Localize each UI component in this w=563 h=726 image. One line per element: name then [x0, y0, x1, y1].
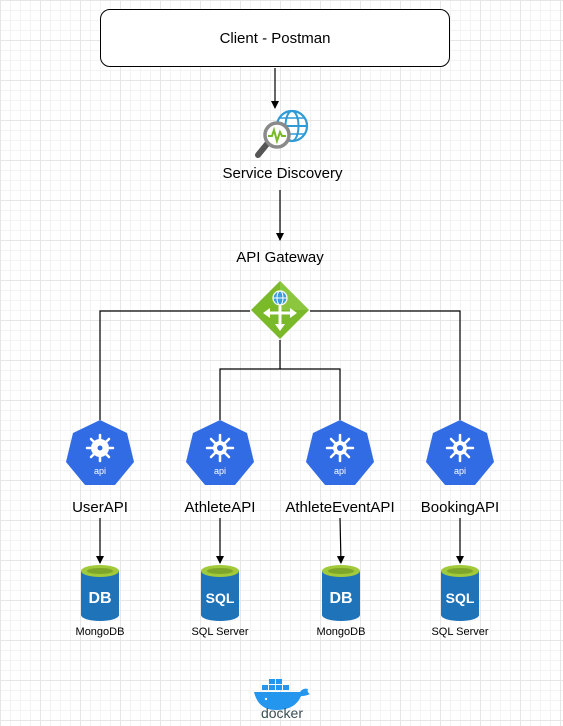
- gateway-to-bookingapi-line: [310, 310, 461, 420]
- svg-text:api: api: [214, 466, 226, 476]
- svg-text:api: api: [334, 466, 346, 476]
- svg-text:SQL: SQL: [446, 590, 475, 606]
- docker-label: docker: [260, 705, 304, 721]
- svg-text:DB: DB: [88, 590, 111, 607]
- athleteapi-db-label: SQL Server: [191, 626, 249, 638]
- userapi-label: UserAPI: [72, 499, 128, 516]
- api-gateway-label: API Gateway: [236, 249, 324, 266]
- svg-text:api: api: [454, 466, 466, 476]
- mongodb-icon: DB: [81, 565, 119, 621]
- gateway-to-athlete-apis-line: [219, 368, 341, 420]
- bookingapi-label: BookingAPI: [420, 499, 500, 516]
- kubernetes-api-icon: api: [186, 420, 254, 485]
- sql-server-icon: SQL: [201, 565, 239, 621]
- kubernetes-api-icon: api: [306, 420, 374, 485]
- client-box[interactable]: Client - Postman: [100, 9, 450, 67]
- service-discovery-icon: [255, 109, 309, 158]
- athleteapi-label: AthleteAPI: [184, 499, 256, 516]
- svg-text:DB: DB: [329, 590, 352, 607]
- athleteeventapi-db-label: MongoDB: [316, 626, 366, 638]
- userapi-db-label: MongoDB: [75, 626, 125, 638]
- mongodb-icon: DB: [322, 565, 360, 621]
- svg-text:SQL: SQL: [206, 590, 235, 606]
- bookingapi-db-label: SQL Server: [431, 626, 489, 638]
- service-discovery-label: Service Discovery: [222, 165, 343, 182]
- athleteeventapi-to-db-arrow: [336, 517, 345, 564]
- client-label: Client - Postman: [219, 29, 331, 47]
- gateway-to-userapi-line: [99, 310, 250, 420]
- api-gateway-icon: [251, 281, 309, 339]
- svg-text:api: api: [94, 466, 106, 476]
- kubernetes-api-icon: api: [66, 420, 134, 485]
- sql-server-icon: SQL: [441, 565, 479, 621]
- athleteeventapi-label: AthleteEventAPI: [285, 499, 395, 516]
- kubernetes-api-icon: api: [426, 420, 494, 485]
- docker-logo-icon: [254, 679, 310, 710]
